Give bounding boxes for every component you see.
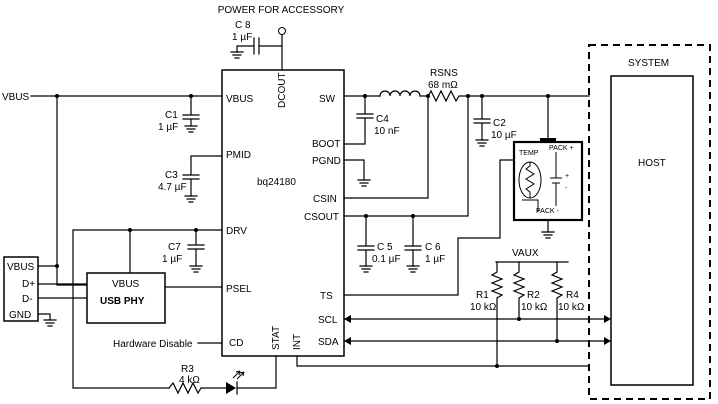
r4-value: 10 kΩ <box>558 302 585 313</box>
pin-sda: SDA <box>318 337 339 348</box>
r3-value: 4 kΩ <box>179 375 200 386</box>
power-accessory-label: POWER FOR ACCESSORY <box>218 5 345 16</box>
hardware-disable-label: Hardware Disable <box>113 339 193 350</box>
usb-phy-title: USB PHY <box>100 296 145 307</box>
r3-ref: R3 <box>181 364 194 375</box>
usb-conn-vbus: VBUS <box>7 262 35 273</box>
c6-ref: C 6 <box>425 242 441 253</box>
usb-conn-dplus: D+ <box>22 279 35 290</box>
pin-pmid: PMID <box>226 150 251 161</box>
ic-name: bq24180 <box>257 177 296 188</box>
pack-minus-label: PACK - <box>536 208 559 215</box>
accessory-terminal <box>278 27 286 35</box>
rsns-ref: RSNS <box>430 68 458 79</box>
usb-conn-gnd: GND <box>9 310 31 321</box>
vbus-input-label: VBUS <box>2 92 30 103</box>
pin-psel: PSEL <box>226 284 252 295</box>
pin-csin: CSIN <box>313 194 337 205</box>
r1-value: 10 kΩ <box>470 302 497 313</box>
r1-ref: R1 <box>476 290 489 301</box>
pin-pgnd: PGND <box>312 156 341 167</box>
host-block <box>610 75 694 386</box>
temp-label: TEMP <box>519 150 539 157</box>
c5-value: 0.1 µF <box>372 254 401 265</box>
c5-ref: C 5 <box>377 242 393 253</box>
c2-ref: C2 <box>493 118 506 129</box>
r2-ref: R2 <box>527 290 540 301</box>
pin-stat: STAT <box>271 326 282 350</box>
c7-value: 1 µF <box>162 254 182 265</box>
c1-ref: C1 <box>165 110 178 121</box>
battery-terminal <box>540 138 556 143</box>
ic-body <box>221 69 345 357</box>
r2-value: 10 kΩ <box>521 302 548 313</box>
pin-csout: CSOUT <box>304 212 339 223</box>
cell-plus-label: + <box>565 173 569 180</box>
system-boundary <box>588 44 711 400</box>
pin-sw: SW <box>319 94 336 105</box>
c7-ref: C7 <box>168 242 181 253</box>
c3-value: 4.7 µF <box>158 182 187 193</box>
c8-value: 1 µF <box>232 32 252 43</box>
pin-cd: CD <box>229 338 243 349</box>
r4-ref: R4 <box>566 290 579 301</box>
pin-dcout: DCOUT <box>277 72 288 108</box>
usb-connector <box>3 256 39 322</box>
pin-int: INT <box>292 334 303 350</box>
host-label: HOST <box>638 158 666 169</box>
pin-boot: BOOT <box>312 139 340 150</box>
pin-ts: TS <box>320 291 333 302</box>
c4-ref: C4 <box>376 114 389 125</box>
cell-minus-label: - <box>565 185 568 192</box>
battery-pack <box>512 140 584 222</box>
usb-conn-dminus: D- <box>22 294 33 305</box>
status-led <box>226 382 236 394</box>
c6-value: 1 µF <box>425 254 445 265</box>
c4-value: 10 nF <box>374 126 400 137</box>
pin-scl: SCL <box>318 315 338 326</box>
c3-ref: C3 <box>165 170 178 181</box>
usb-phy-block <box>86 272 166 324</box>
system-label: SYSTEM <box>628 58 669 69</box>
c2-value: 10 µF <box>491 130 517 141</box>
pin-drv: DRV <box>226 226 247 237</box>
vaux-label: VAUX <box>512 248 539 259</box>
pin-vbus: VBUS <box>226 94 254 105</box>
pack-plus-label: PACK + <box>549 145 574 152</box>
c8-ref: C 8 <box>235 20 251 31</box>
usb-phy-vbus: VBUS <box>112 279 140 290</box>
c1-value: 1 µF <box>158 122 178 133</box>
rsns-value: 68 mΩ <box>428 80 458 91</box>
